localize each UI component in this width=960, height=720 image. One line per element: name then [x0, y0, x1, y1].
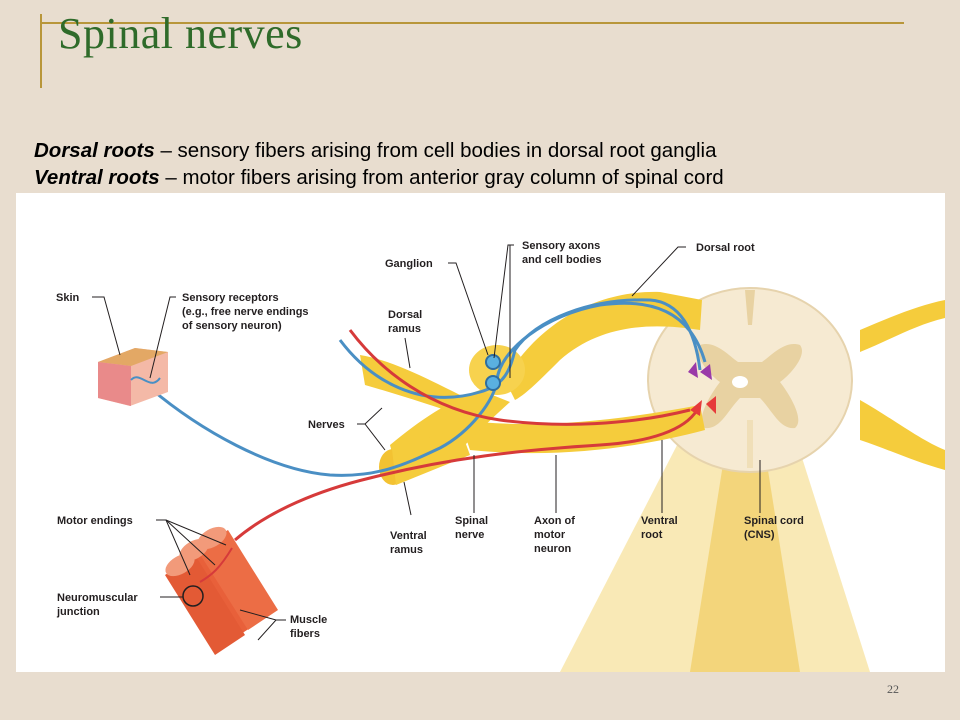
sensory-fiber-2 — [338, 298, 702, 399]
label-dorsal-root: Dorsal root — [696, 242, 755, 254]
contralateral-root — [860, 300, 945, 352]
skin-side — [98, 362, 131, 406]
label-skin: Skin — [56, 292, 80, 304]
label-muscle-fibers-1: Muscle — [290, 614, 327, 626]
spinal-nerve-diagram: Skin Sensory receptors (e.g., free nerve… — [16, 193, 945, 672]
label-spinal-cord-1: Spinal cord — [744, 515, 804, 527]
bullet-term: Dorsal roots — [34, 139, 155, 162]
title-rule — [40, 22, 904, 24]
bullet-ventral-roots: Ventral roots – motor fibers arising fro… — [34, 164, 954, 191]
ventral-root-shape — [460, 405, 705, 454]
label-sensory-axons-1: Sensory axons — [522, 240, 600, 252]
motor-fiber-2 — [348, 329, 691, 426]
label-axon-motor-neuron-3: neuron — [534, 543, 572, 555]
motor-neuron-2 — [706, 396, 716, 414]
bullet-list: Dorsal roots – sensory fibers arising fr… — [34, 137, 954, 191]
contralateral-nerve — [860, 400, 945, 470]
label-nerves: Nerves — [308, 419, 345, 431]
muscle-fibers — [165, 526, 278, 655]
neuromuscular-junction-circle — [182, 585, 204, 607]
bullet-dorsal-roots: Dorsal roots – sensory fibers arising fr… — [34, 137, 954, 164]
diagram-labels: Skin Sensory receptors (e.g., free nerve… — [56, 240, 804, 640]
spinal-cord-column-inner — [690, 420, 800, 672]
sensory-fiber-1 — [149, 301, 707, 477]
label-dorsal-ramus-2: ramus — [388, 323, 421, 335]
bullet-text: – sensory fibers arising from cell bodie… — [154, 139, 717, 162]
interneuron-1 — [700, 364, 712, 380]
skin-surface — [98, 348, 168, 366]
label-sensory-axons-2: and cell bodies — [522, 254, 601, 266]
label-ventral-ramus-1: Ventral — [390, 530, 427, 542]
central-canal — [732, 376, 748, 388]
interneuron-2 — [688, 362, 698, 378]
sensory-cell-body-2 — [485, 375, 501, 391]
label-ganglion: Ganglion — [385, 258, 433, 270]
title-side-rule — [40, 14, 42, 88]
label-dorsal-ramus-1: Dorsal — [388, 309, 422, 321]
page-number: 22 — [887, 682, 899, 696]
sensory-cell-body-1 — [485, 354, 501, 370]
label-spinal-cord-2: (CNS) — [744, 529, 775, 541]
label-neuromuscular-junction-2: junction — [56, 606, 100, 618]
label-ventral-root-2: root — [641, 529, 663, 541]
label-sensory-receptors-2: (e.g., free nerve endings — [182, 306, 309, 318]
label-ventral-root-1: Ventral — [641, 515, 678, 527]
label-spinal-nerve-2: nerve — [455, 529, 484, 541]
motor-endings-branches — [199, 547, 233, 583]
diagram-svg: Skin Sensory receptors (e.g., free nerve… — [56, 240, 945, 672]
label-sensory-receptors-1: Sensory receptors — [182, 292, 279, 304]
dorsal-root-ganglion — [469, 345, 525, 395]
label-ventral-ramus-2: ramus — [390, 544, 423, 556]
dorsal-root-shape — [505, 291, 702, 400]
label-spinal-nerve-1: Spinal — [455, 515, 488, 527]
label-sensory-receptors-3: of sensory neuron) — [182, 320, 282, 332]
sensory-receptor-endings — [130, 376, 161, 384]
label-muscle-fibers-2: fibers — [290, 628, 320, 640]
posterior-median-sulcus — [745, 290, 755, 325]
label-motor-endings: Motor endings — [57, 515, 133, 527]
anterior-median-fissure — [747, 420, 753, 468]
label-axon-motor-neuron-1: Axon of — [534, 515, 575, 527]
leader-lines — [92, 244, 761, 641]
label-neuromuscular-junction-1: Neuromuscular — [57, 592, 138, 604]
label-axon-motor-neuron-2: motor — [534, 529, 566, 541]
bullet-text: – motor fibers arising from anterior gra… — [159, 166, 724, 189]
bullet-term: Ventral roots — [34, 166, 160, 189]
gray-matter — [698, 343, 802, 429]
slide-title: Spinal nerves — [58, 9, 303, 58]
motor-fiber-1 — [234, 409, 699, 542]
motor-neuron-1 — [690, 400, 702, 416]
